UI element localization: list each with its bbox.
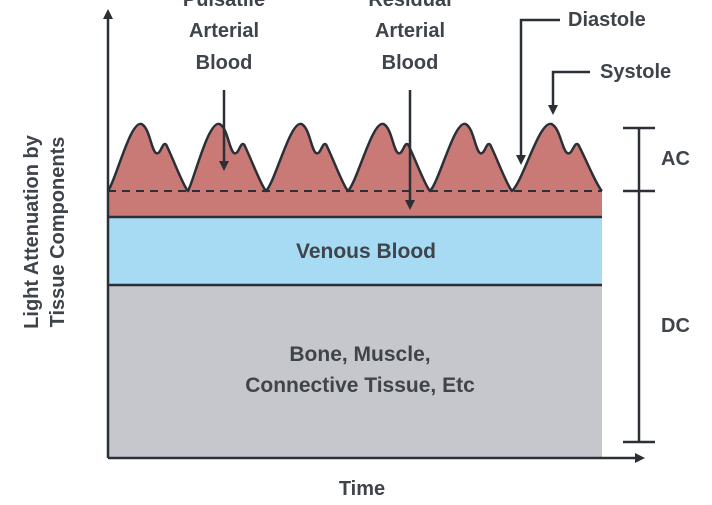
residual-label-line2: Arterial (375, 20, 445, 42)
diastole-label: Diastole (568, 9, 646, 31)
diastole-arrow (516, 18, 560, 165)
tissue-label-line1: Bone, Muscle, (289, 343, 430, 366)
residual-label-line3: Blood (382, 52, 439, 74)
venous-layer (108, 217, 602, 285)
pulsatile-label-line1: Pulsatile (183, 0, 265, 11)
pulsatile-arterial-waveform (108, 123, 602, 191)
pulsatile-label-line3: Blood (196, 52, 253, 74)
pulsatile-label-line2: Arterial (189, 20, 259, 42)
tissue-layer (108, 285, 602, 457)
tissue-label-line2: Connective Tissue, Etc (245, 374, 475, 397)
x-axis-label: Time (339, 478, 385, 500)
venous-blood-label: Venous Blood (296, 240, 436, 263)
ac-label: AC (661, 148, 690, 170)
dc-label: DC (661, 315, 690, 337)
systole-label: Systole (600, 61, 671, 83)
systole-arrow (548, 70, 590, 115)
y-axis-label-line1: Light Attenuation by (21, 134, 43, 329)
residual-label-line1: Residual (368, 0, 451, 11)
residual-arterial-layer (108, 191, 602, 217)
y-axis-label-line2: Tissue Components (47, 137, 69, 328)
